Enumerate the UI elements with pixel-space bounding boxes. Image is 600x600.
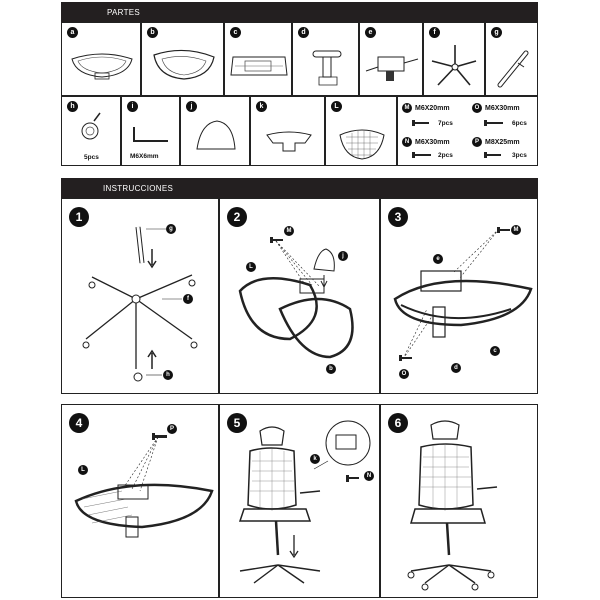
parts-title: PARTES	[107, 7, 141, 17]
headrest-icon	[196, 120, 236, 150]
tag-e: e	[433, 254, 443, 264]
screw-P-qty: 3pcs	[512, 152, 527, 159]
tag-L: L	[246, 262, 256, 272]
part-k: k	[250, 96, 325, 166]
part-letter: j	[186, 101, 197, 112]
step-1-panel: 1 g f h	[61, 198, 219, 394]
armrest-icon	[312, 50, 342, 86]
step-number: 6	[388, 413, 408, 433]
screw-N-qty: 2pcs	[438, 152, 453, 159]
part-letter: L	[331, 101, 342, 112]
caster-wheel-icon	[81, 112, 101, 140]
part-letter: a	[67, 27, 78, 38]
backrest-mount-illustration	[74, 433, 214, 538]
part-letter: g	[491, 27, 502, 38]
tag-j: j	[338, 251, 348, 261]
tag-L: L	[78, 465, 88, 475]
assembled-chair-illustration	[407, 420, 498, 591]
part-g: g	[485, 22, 538, 96]
part-e: e	[359, 22, 423, 96]
step-number: 5	[227, 413, 247, 433]
step-number: 2	[227, 207, 247, 227]
tag-P: P	[167, 424, 177, 434]
backrest-mesh-icon	[339, 129, 385, 160]
base-assembly-illustration	[82, 226, 198, 382]
part-a: a	[61, 22, 141, 96]
tag-M: M	[284, 226, 294, 236]
tag-h: h	[163, 370, 173, 380]
screw-icons	[412, 120, 503, 158]
screw-list: M M6X20mm 7pcs O M6X30mm 6pcs N M6X30mm …	[397, 96, 538, 166]
tag-d: d	[451, 363, 461, 373]
part-letter: k	[256, 101, 267, 112]
cover-piece-icon	[266, 131, 312, 152]
step-4-panel: 4 P L	[61, 404, 219, 598]
part-letter: c	[230, 27, 241, 38]
screw-M: M M6X20mm	[402, 103, 450, 113]
tag-b: b	[326, 364, 336, 374]
step-5-panel: 5 k N	[219, 404, 380, 598]
part-letter: d	[298, 27, 309, 38]
mechanism-icon	[365, 56, 419, 81]
step-3-panel: 3 M e c d O	[380, 198, 538, 394]
backrest-frame-icon	[153, 49, 215, 80]
tag-f: f	[183, 294, 193, 304]
part-b: b	[141, 22, 224, 96]
instructions-title: INSTRUCCIONES	[103, 183, 174, 193]
tag-O: O	[399, 369, 409, 379]
step-2-panel: 2 M j L b	[219, 198, 380, 394]
tag-g: g	[166, 224, 176, 234]
screw-N: N M6X30mm	[402, 137, 450, 147]
seat-base-icon	[230, 56, 288, 76]
gas-cylinder-icon	[497, 50, 529, 88]
part-d: d	[292, 22, 359, 96]
screw-P: P M8X25mm	[472, 137, 520, 147]
part-letter: i	[127, 101, 138, 112]
part-h: h 5pcs	[61, 96, 121, 166]
screw-O: O M6X30mm	[472, 103, 520, 113]
step-6-panel: 6	[380, 404, 538, 598]
part-c: c	[224, 22, 292, 96]
part-i: i M6X6mm	[121, 96, 180, 166]
part-letter: b	[147, 27, 158, 38]
chair-assembly-illustration	[238, 420, 371, 584]
parts-grid: a b c d e	[61, 22, 538, 166]
part-letter: f	[429, 27, 440, 38]
screw-M-qty: 7pcs	[438, 120, 453, 127]
parts-section-header: PARTES	[61, 2, 538, 22]
tag-N: N	[364, 471, 374, 481]
step-number: 3	[388, 207, 408, 227]
tag-M: M	[511, 225, 521, 235]
seat-mesh-frame-icon	[71, 53, 133, 80]
part-letter: e	[365, 27, 376, 38]
caster-quantity: 5pcs	[84, 154, 99, 161]
backrest-assembly-illustration	[238, 237, 354, 359]
step-number: 4	[69, 413, 89, 433]
part-j: j	[180, 96, 250, 166]
tag-k: k	[310, 454, 320, 464]
screw-O-qty: 6pcs	[512, 120, 527, 127]
tag-c: c	[490, 346, 500, 356]
part-f: f	[423, 22, 485, 96]
star-base-icon	[431, 45, 477, 86]
part-letter: h	[67, 101, 78, 112]
step-number: 1	[69, 207, 89, 227]
allen-key-icon	[133, 127, 168, 142]
allen-key-size: M6X6mm	[130, 153, 159, 160]
part-L: L	[325, 96, 397, 166]
mechanism-assembly-illustration	[393, 227, 533, 361]
instructions-section-header: INSTRUCCIONES	[61, 178, 538, 198]
